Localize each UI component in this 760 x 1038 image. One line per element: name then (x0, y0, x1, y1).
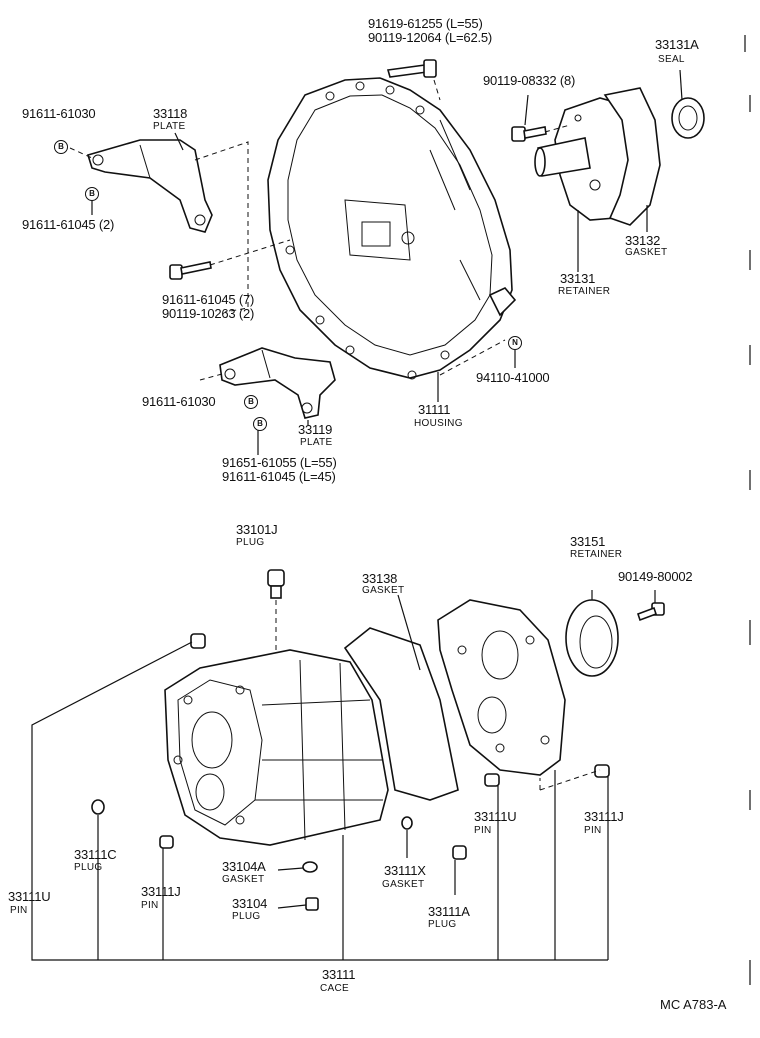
bolt-8-drawing (511, 126, 547, 142)
gasket-33132-name: GASKET (625, 247, 668, 258)
retainer-33151-drawing (565, 599, 619, 677)
seal-name: SEAL (658, 54, 685, 65)
badge-b-2: B (85, 187, 99, 201)
bolt-left-a-label: 91611-61030 (22, 106, 96, 121)
bolt-mid-drawing (169, 261, 212, 280)
pin-33111u-right-name: PIN (474, 825, 492, 836)
bolt-left-b-label: 91611-61045 (2) (22, 217, 115, 232)
pin-33111j-left-name: PIN (141, 900, 159, 911)
bolt-bottom-label-2: 91611-61045 (L=45) (222, 469, 336, 484)
plug-33111a-number: 33111A (428, 904, 470, 919)
pin-33111j-right-number: 33111J (584, 809, 624, 824)
diagram-code: MC A783-A (660, 997, 727, 1012)
housing-number: 31111 (418, 402, 451, 417)
pin-33111u-left-number: 33111U (8, 889, 51, 904)
gasket-33104a-name: GASKET (222, 874, 265, 885)
plug-33111c-number: 33111C (74, 847, 117, 862)
gasket-33138-number: 33138 (362, 571, 398, 586)
bolt-rear-drawing (636, 602, 665, 622)
gasket-33132-number: 33132 (625, 233, 661, 248)
badge-b-3: B (244, 395, 258, 409)
retainer-33131-number: 33131 (560, 271, 596, 286)
retainer-33131-drawing (534, 97, 641, 221)
plug-33101j-drawing (267, 569, 285, 650)
bolt-rear-label: 90149-80002 (618, 569, 693, 584)
retainer-33131-name: RETAINER (558, 286, 611, 297)
bolt-bottom-label-1: 91651-61055 (L=55) (222, 455, 337, 470)
seal-number: 33131A (655, 37, 699, 52)
bolt-mid-label-2: 90119-10263 (2) (162, 306, 255, 321)
plug-33111c-name: PLUG (74, 862, 103, 873)
housing-name: HOUSING (414, 418, 463, 429)
page-edge-marks (744, 35, 751, 985)
small-parts (91, 633, 610, 911)
plate-33118-name: PLATE (153, 121, 186, 132)
gasket-33111x-name: GASKET (382, 879, 425, 890)
top-dashed-leaders (69, 79, 571, 381)
gasket-33132-drawing (603, 87, 661, 226)
pin-33111u-left-name: PIN (10, 905, 28, 916)
pin-33111j-right-name: PIN (584, 825, 602, 836)
gasket-33104a-number: 33104A (222, 859, 266, 874)
plug-33104-number: 33104 (232, 896, 268, 911)
bolt-top-drawing (386, 59, 437, 78)
housing-drawing (267, 77, 517, 380)
plug-33111a-name: PLUG (428, 919, 457, 930)
plate-33119-name: PLATE (300, 437, 333, 448)
bolt-8-label: 90119-08332 (8) (483, 73, 576, 88)
bottom-leaders (31, 590, 656, 961)
badge-b-4: B (253, 417, 267, 431)
pin-33111u-right-number: 33111U (474, 809, 517, 824)
badge-b-1: B (54, 140, 68, 154)
nut-label: 94110-41000 (476, 370, 550, 385)
bolt-top-label-1: 91619-61255 (L=55) (368, 16, 483, 31)
pin-33111j-left-number: 33111J (141, 884, 181, 899)
plug-33101j-name: PLUG (236, 537, 265, 548)
retainer-33151-name: RETAINER (570, 549, 623, 560)
seal-drawing (671, 97, 705, 139)
plate-33118-number: 33118 (153, 106, 188, 121)
gasket-33138-name: GASKET (362, 585, 405, 596)
plug-33101j-number: 33101J (236, 522, 278, 537)
plate-33118-drawing (86, 139, 213, 233)
plate-33119-drawing (219, 347, 336, 419)
gasket-33138-drawing (343, 627, 459, 801)
rear-plate-drawing (437, 599, 566, 776)
case-name: CACE (320, 983, 349, 994)
badge-n: N (508, 336, 522, 350)
gasket-33111x-number: 33111X (384, 863, 426, 878)
retainer-33151-number: 33151 (570, 534, 606, 549)
bolt-top-label-2: 90119-12064 (L=62.5) (368, 30, 493, 45)
case-drawing (164, 649, 389, 846)
plug-33104-name: PLUG (232, 911, 261, 922)
bottom-dashed-leaders (539, 769, 601, 791)
case-number: 33111 (322, 967, 356, 982)
plate-33119-number: 33119 (298, 422, 333, 437)
bolt-plate-b-label: 91611-61030 (142, 394, 216, 409)
bolt-mid-label-1: 91611-61045 (7) (162, 292, 255, 307)
